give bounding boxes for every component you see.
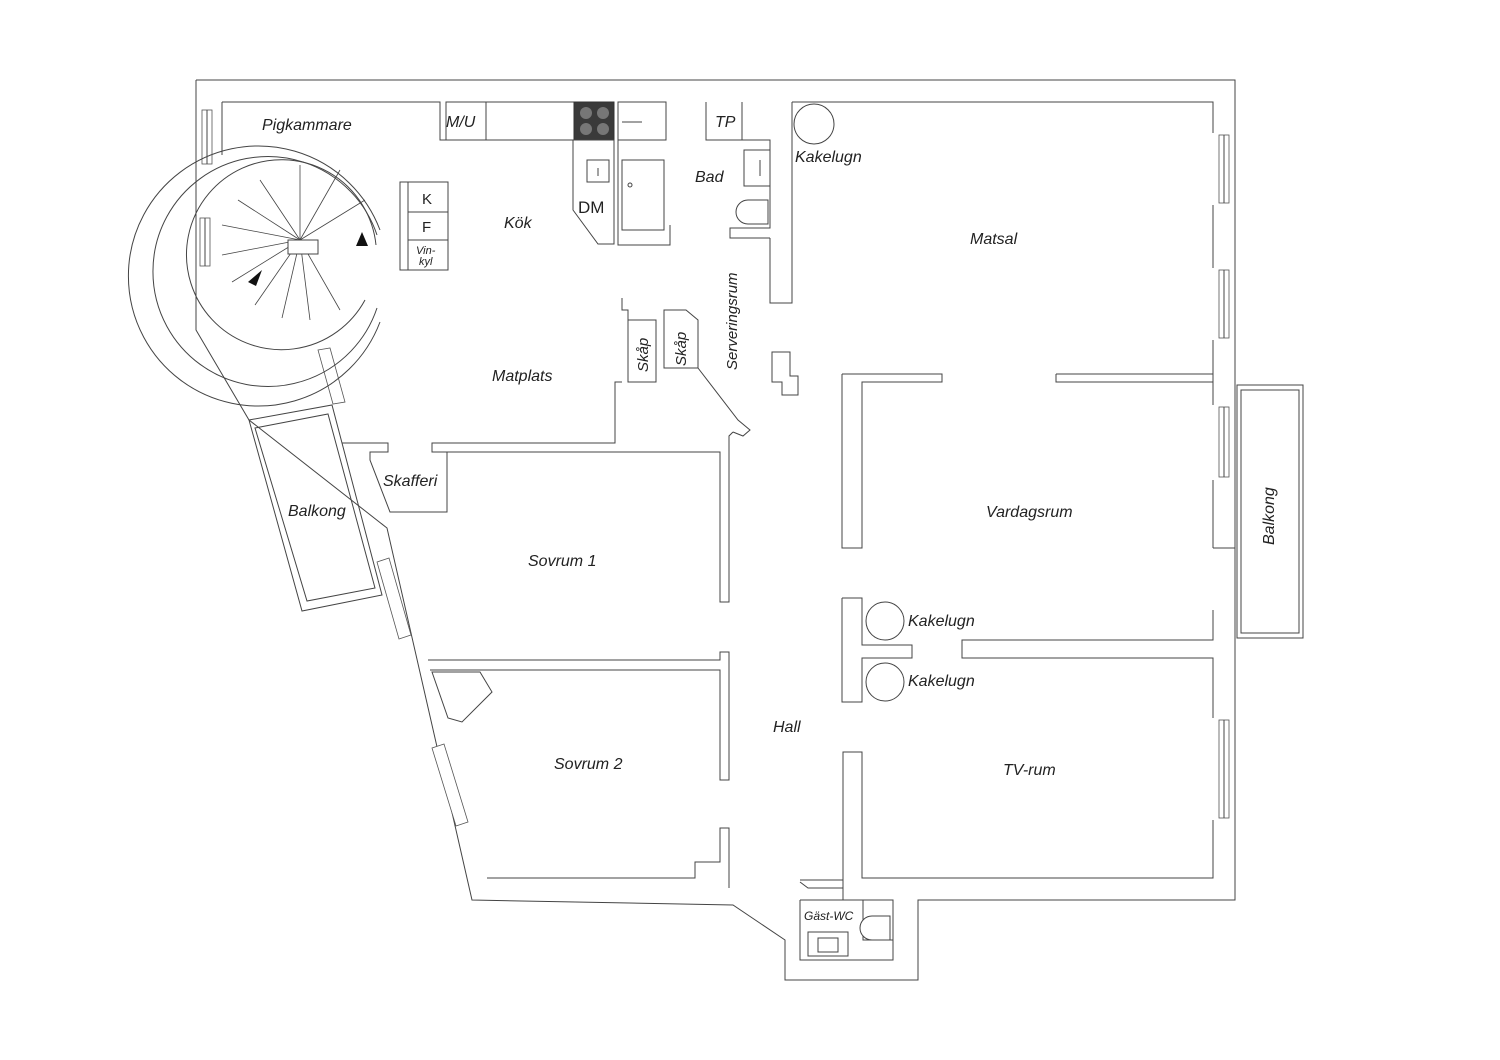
label-vardagsrum: Vardagsrum	[986, 504, 1073, 521]
label-kakelugn-matsal: Kakelugn	[795, 149, 862, 166]
label-k: K	[422, 191, 432, 208]
label-vinkyl-1: Vin-	[416, 245, 436, 257]
label-sovrum2: Sovrum 2	[554, 756, 623, 773]
label-skap-2: Skåp	[673, 332, 690, 366]
label-mu: M/U	[446, 114, 476, 131]
label-kok: Kök	[504, 215, 533, 232]
label-sovrum1: Sovrum 1	[528, 553, 596, 570]
kakelugn-matsal-stove	[793, 103, 835, 145]
label-bad: Bad	[695, 169, 725, 186]
balcony-right	[1236, 384, 1304, 639]
label-kakelugn-lower: Kakelugn	[908, 673, 975, 690]
balcony-left	[248, 404, 383, 612]
outer-wall	[195, 79, 1236, 981]
interior-walls	[221, 101, 1214, 961]
label-skafferi: Skafferi	[383, 473, 438, 490]
label-dm: DM	[578, 198, 604, 217]
label-hall: Hall	[773, 719, 801, 736]
label-serveringsrum: Serveringsrum	[724, 272, 741, 370]
label-balkong-right: Balkong	[1261, 487, 1278, 545]
label-matplats: Matplats	[492, 368, 552, 385]
label-pigkammare: Pigkammare	[262, 117, 352, 134]
label-tvrum: TV-rum	[1003, 762, 1056, 779]
windows-left	[199, 109, 469, 827]
kakelugn-upper-stove	[865, 601, 905, 641]
spiral-staircase	[127, 145, 381, 407]
label-kakelugn-upper: Kakelugn	[908, 613, 975, 630]
kitchen-counter	[445, 101, 615, 245]
label-f: F	[422, 219, 431, 236]
label-tp: TP	[715, 114, 736, 131]
fridge-freezer-wine	[399, 181, 449, 271]
label-vinkyl-2: kyl	[419, 256, 433, 268]
kakelugn-lower-stove	[865, 662, 905, 702]
label-matsal: Matsal	[970, 231, 1018, 248]
windows-right	[1218, 134, 1230, 819]
label-skap-1: Skåp	[635, 338, 652, 372]
label-gastwc: Gäst-WC	[804, 909, 854, 923]
label-balkong-left: Balkong	[288, 503, 346, 520]
